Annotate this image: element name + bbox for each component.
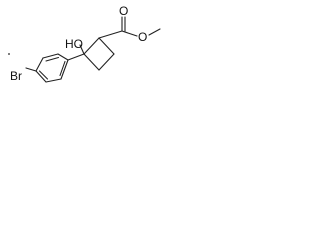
hydroxyl-bond: [79, 44, 85, 55]
structure-diagram: HO O O Br: [8, 4, 161, 83]
phenyl-bond-1: [57, 53, 69, 61]
ring-bond-top: [83, 37, 100, 55]
structure-canvas: HO O O Br: [0, 0, 178, 110]
phenyl-double-bond-c: [59, 60, 66, 77]
phenyl-bond-6: [60, 59, 69, 80]
stray-dot: [8, 53, 10, 55]
phenyl-double-bond-b: [38, 70, 49, 80]
bromine-bond: [25, 67, 37, 72]
carbonyl-oxygen-label: O: [119, 4, 128, 18]
phenyl-bond-2: [42, 53, 59, 59]
ester-bond: [121, 30, 138, 37]
ring-to-phenyl-bond: [67, 53, 85, 61]
ester-oxygen-label: O: [138, 30, 147, 44]
methyl-bond: [148, 28, 161, 36]
phenyl-bond-5: [45, 78, 62, 83]
ring-bond-left: [83, 53, 100, 71]
phenyl-bond-3: [35, 57, 44, 72]
ring-bond-right: [98, 37, 115, 55]
bromine-label: Br: [10, 69, 22, 83]
phenyl-bond-4: [35, 70, 47, 83]
ring-to-carbonyl-bond: [98, 30, 123, 39]
ring-bond-bottom: [98, 53, 115, 71]
phenyl-double-bond-a: [45, 56, 60, 62]
hydroxyl-label: HO: [65, 37, 83, 51]
